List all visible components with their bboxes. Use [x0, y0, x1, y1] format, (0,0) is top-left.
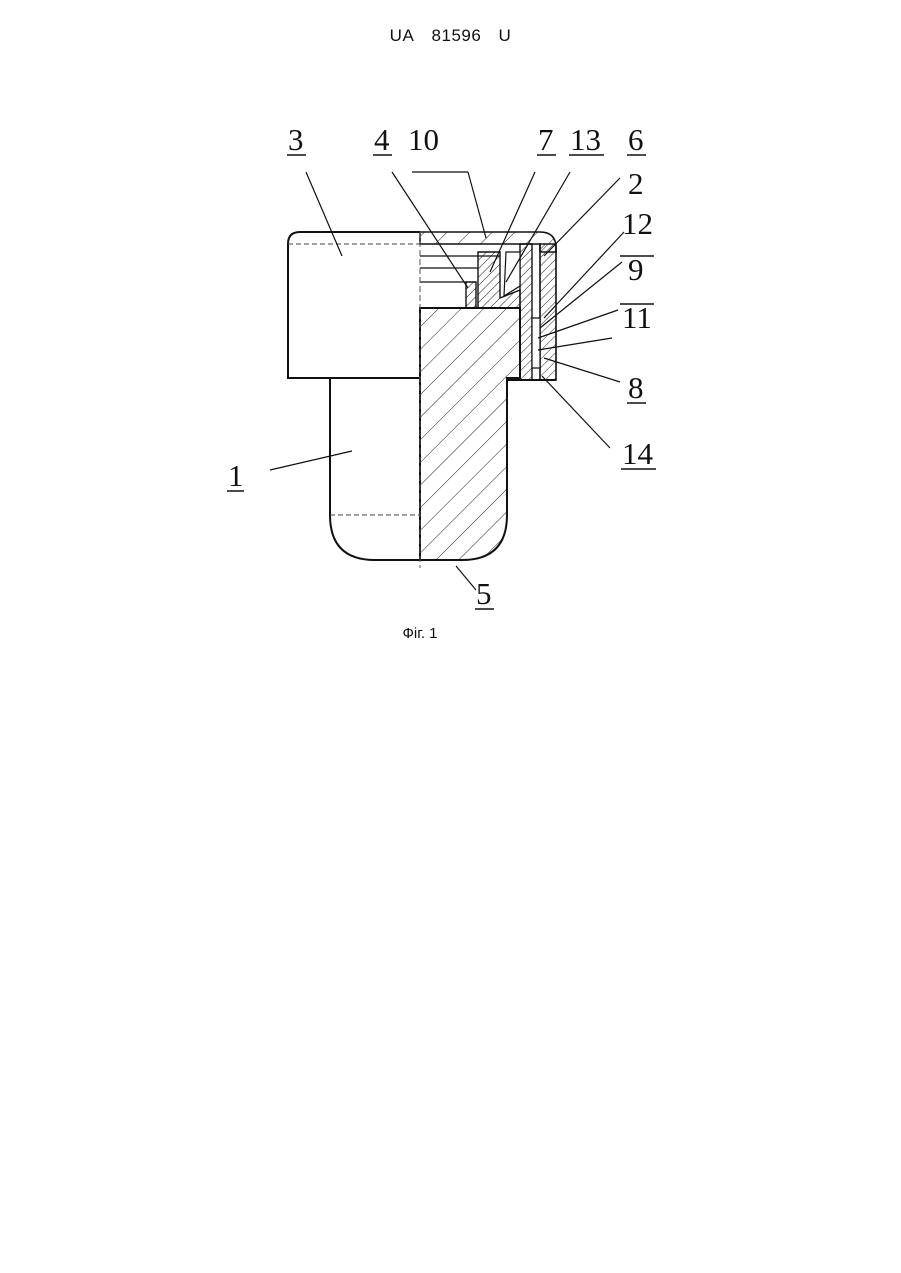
- stopper-body-section: [420, 308, 520, 560]
- figure-caption: Фіг. 1: [370, 625, 470, 642]
- label-14: 14: [622, 436, 654, 471]
- label-1: 1: [228, 458, 244, 493]
- label-3: 3: [288, 122, 304, 157]
- side-insert-section: [532, 318, 540, 368]
- label-9: 9: [628, 252, 644, 287]
- label-8: 8: [628, 370, 644, 405]
- label-13: 13: [570, 122, 601, 157]
- label-12: 12: [622, 206, 653, 241]
- cap-top-wall-section: [420, 232, 556, 252]
- inner-sleeve-section: [520, 244, 532, 380]
- valve-gap: [504, 252, 520, 296]
- label-6: 6: [628, 122, 644, 157]
- label-5: 5: [476, 576, 492, 611]
- stopper-body-outline: [330, 378, 420, 560]
- label-7: 7: [538, 122, 554, 157]
- label-10: 10: [408, 122, 439, 157]
- cap-outline: [288, 232, 420, 378]
- ring-element-section: [466, 282, 476, 308]
- label-4: 4: [374, 122, 390, 157]
- label-2: 2: [628, 166, 644, 201]
- label-11: 11: [622, 300, 652, 335]
